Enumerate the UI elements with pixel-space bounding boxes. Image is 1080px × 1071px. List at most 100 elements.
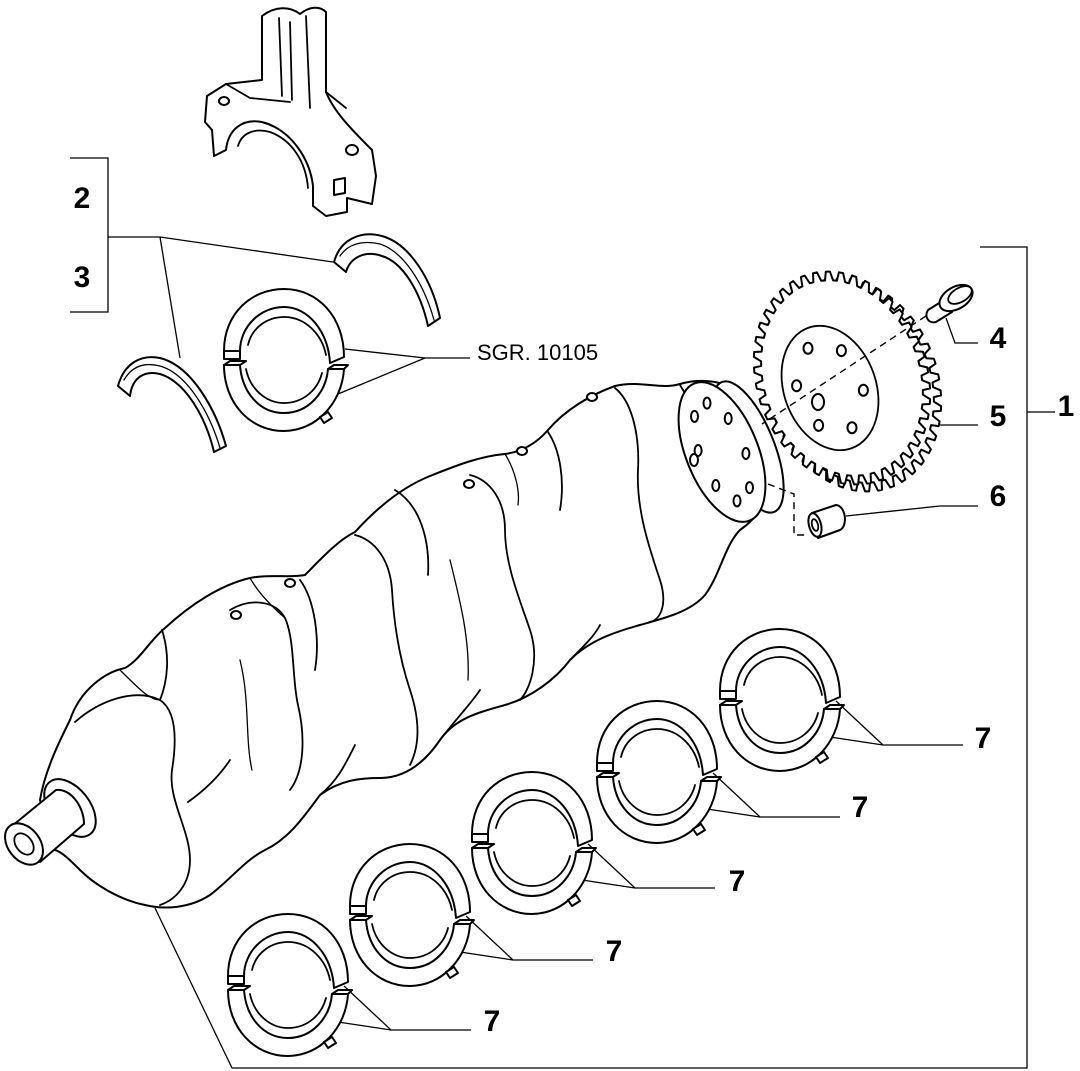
gear-bolt-holes — [791, 341, 869, 435]
bolt-axis-line — [761, 315, 927, 425]
leader-reference — [337, 348, 470, 395]
connecting-rod-hole — [345, 144, 359, 156]
bearing-shell-lower-face — [823, 704, 845, 710]
connecting-rod-bore-edge — [237, 129, 309, 189]
leader-7 — [459, 915, 593, 961]
bearing-shell-upper — [719, 628, 841, 704]
main-bearing-shells — [227, 628, 845, 1057]
bearing-shell-upper-inner-edge — [373, 871, 453, 911]
main-bearing-pair — [349, 843, 475, 987]
crankshaft-flange — [677, 380, 785, 523]
bearing-shell-tab — [815, 751, 829, 764]
main-bearing-pair — [227, 913, 353, 1057]
leader-4 — [945, 317, 978, 344]
gear-teeth — [752, 270, 932, 486]
connecting-rod-hole — [218, 96, 230, 106]
crankshaft-web-edge — [299, 579, 318, 671]
oil-hole — [230, 610, 242, 620]
callout-7[interactable]: 7 — [484, 1005, 501, 1038]
flange-bolt-hole — [732, 494, 742, 508]
bearing-shell-lower-inner-edge — [249, 993, 327, 1029]
gear-bolt-hole — [791, 379, 803, 393]
flange-face — [677, 381, 767, 523]
leaders-7 — [337, 700, 963, 1031]
dowel-axis-line — [767, 483, 808, 536]
crankshaft-web-edge — [614, 387, 665, 623]
bearing-shell-upper-inner-edge — [495, 799, 575, 839]
bearing-shell-upper-end — [223, 350, 241, 360]
bearing-shell-upper-end — [227, 975, 245, 985]
bearing-shell-upper — [227, 913, 349, 989]
bracket-1 — [154, 246, 1055, 1069]
connecting-rod-notch — [333, 177, 346, 196]
crankshaft-counterweight-line — [119, 453, 520, 771]
bearing-shell-upper-end — [349, 905, 367, 915]
main-bearing-pair — [596, 700, 722, 844]
callout-7[interactable]: 7 — [729, 865, 746, 898]
bearing-pair-reference — [223, 288, 349, 432]
bearing-shell-upper-inner-edge — [251, 941, 331, 981]
crankshaft-web-edge — [229, 601, 304, 791]
callout-7[interactable]: 7 — [852, 791, 869, 824]
oil-hole — [463, 479, 475, 489]
gear-bolt-hole — [846, 421, 858, 435]
bracket-2-3 — [70, 157, 334, 359]
bearing-shell-lower-face — [453, 919, 475, 925]
flange-pin-hole — [689, 453, 699, 467]
crankshaft-web-edge — [159, 629, 168, 701]
callout-6[interactable]: 6 — [990, 480, 1007, 513]
callout-2[interactable]: 2 — [74, 182, 91, 215]
flange-bolt-hole — [723, 412, 733, 425]
crankshaft-web-edge — [354, 534, 419, 766]
bearing-shell-tab — [567, 894, 581, 907]
callout-4[interactable]: 4 — [990, 322, 1007, 355]
crankshaft-web-edge — [394, 489, 430, 576]
bearing-shell-lower-face — [327, 364, 349, 370]
crankshaft-pin-edge — [319, 744, 356, 796]
bearing-shell-upper-inner-edge — [743, 656, 823, 696]
bearing-shell-lower-face — [700, 776, 722, 782]
leader-7 — [829, 700, 963, 746]
thrust-washer-lower-edge — [123, 363, 221, 449]
crankshaft-pin-edge — [569, 624, 601, 661]
crankshaft-pin-edge — [439, 689, 481, 741]
group-reference[interactable]: SGR. 10105 — [477, 340, 598, 365]
callout-1[interactable]: 1 — [1058, 390, 1075, 423]
bearing-shells-reference — [223, 288, 349, 432]
callout-5[interactable]: 5 — [990, 400, 1007, 433]
callout-7[interactable]: 7 — [606, 935, 623, 968]
bearing-shell-lower-inner-edge — [371, 923, 449, 959]
connecting-rod-flange-lines — [225, 15, 347, 109]
bearing-shell-upper-inner-edge — [620, 728, 700, 768]
crankshaft-nose-bore — [13, 832, 35, 856]
oil-hole — [516, 446, 528, 456]
leader-7 — [581, 843, 715, 889]
crankshaft-web-edge — [469, 474, 535, 701]
thrust-washer-lower — [117, 356, 227, 453]
callout-3[interactable]: 3 — [74, 261, 91, 294]
bearing-shell-lower-face — [575, 847, 597, 853]
leader-7 — [706, 772, 840, 818]
crankshaft-web-edge — [547, 431, 563, 511]
bearing-shell-upper-end — [596, 762, 614, 772]
callout-7[interactable]: 7 — [975, 722, 992, 755]
dowel-end — [807, 512, 823, 538]
main-bearing-pair — [471, 771, 597, 915]
crankshaft-nose-end — [4, 822, 44, 866]
bearing-shell-lower-face — [596, 772, 620, 778]
connecting-rod-outline — [204, 6, 377, 217]
dowel-pin — [807, 504, 846, 539]
bolt-head-face — [947, 285, 973, 305]
bearing-shell-upper-end — [719, 690, 737, 700]
bearing-shell-upper-end — [471, 833, 489, 843]
gear-dowel-hole — [811, 393, 825, 411]
gear-bolt-hole — [857, 383, 869, 397]
bearing-shell-upper — [471, 771, 593, 847]
bearing-shell-lower-inner-edge — [245, 368, 323, 404]
flange-bolt-holes — [690, 396, 754, 508]
flange-bolt-hole — [711, 479, 721, 492]
leader-lines — [70, 157, 1055, 1069]
thrust-washer-upper-edge — [339, 241, 435, 321]
